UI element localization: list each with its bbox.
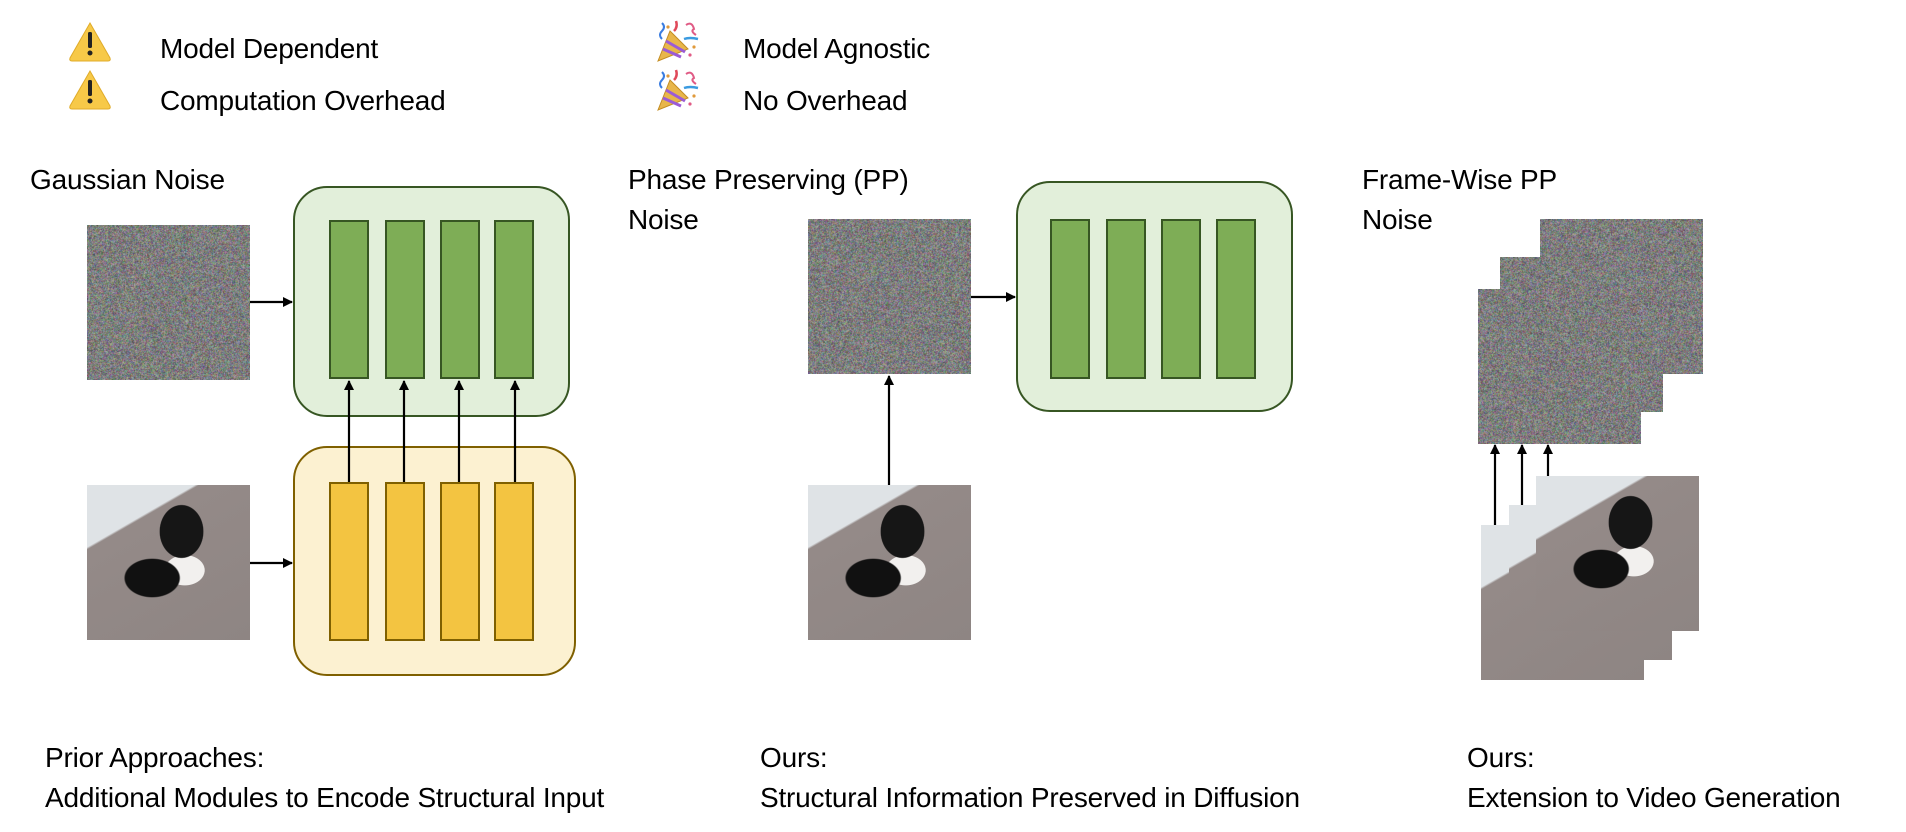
gaussian-noise-image bbox=[87, 225, 250, 380]
panel-title-line2: Noise bbox=[628, 200, 699, 240]
panel-caption-text: Structural Information Preserved in Diff… bbox=[760, 778, 1300, 818]
model-block bbox=[385, 220, 425, 379]
legend-model-agnostic: Model Agnostic bbox=[743, 29, 930, 69]
panel-caption-text: Extension to Video Generation bbox=[1467, 778, 1841, 818]
party-popper-icon bbox=[654, 66, 702, 114]
adapter-block bbox=[494, 482, 534, 641]
warning-icon bbox=[68, 68, 112, 112]
adapter-block bbox=[440, 482, 480, 641]
model-block bbox=[1106, 219, 1146, 379]
party-popper-icon bbox=[654, 17, 702, 65]
panel-caption-text: Additional Modules to Encode Structural … bbox=[45, 778, 604, 818]
legend-no-overhead: No Overhead bbox=[743, 81, 907, 121]
model-block bbox=[440, 220, 480, 379]
model-block bbox=[1161, 219, 1201, 379]
panel-title: Phase Preserving (PP) bbox=[628, 160, 909, 200]
panel-caption-heading: Prior Approaches: bbox=[45, 738, 264, 778]
panel-title: Frame-Wise PP bbox=[1362, 160, 1557, 200]
pp-noise-image bbox=[808, 219, 971, 374]
adapter-block bbox=[329, 482, 369, 641]
legend-computation-overhead: Computation Overhead bbox=[160, 81, 446, 121]
warning-icon bbox=[68, 20, 112, 64]
video-frame bbox=[1536, 476, 1699, 631]
dog-structure-image bbox=[808, 485, 971, 640]
model-block bbox=[1050, 219, 1090, 379]
dog-structure-image bbox=[87, 485, 250, 640]
model-block bbox=[1216, 219, 1256, 379]
noise-frame bbox=[1478, 289, 1641, 444]
panel-caption-heading: Ours: bbox=[760, 738, 827, 778]
legend-model-dependent: Model Dependent bbox=[160, 29, 378, 69]
panel-title-line2: Noise bbox=[1362, 200, 1433, 240]
model-block bbox=[494, 220, 534, 379]
model-block bbox=[329, 220, 369, 379]
panel-caption-heading: Ours: bbox=[1467, 738, 1534, 778]
adapter-block bbox=[385, 482, 425, 641]
panel-title: Gaussian Noise bbox=[30, 160, 225, 200]
